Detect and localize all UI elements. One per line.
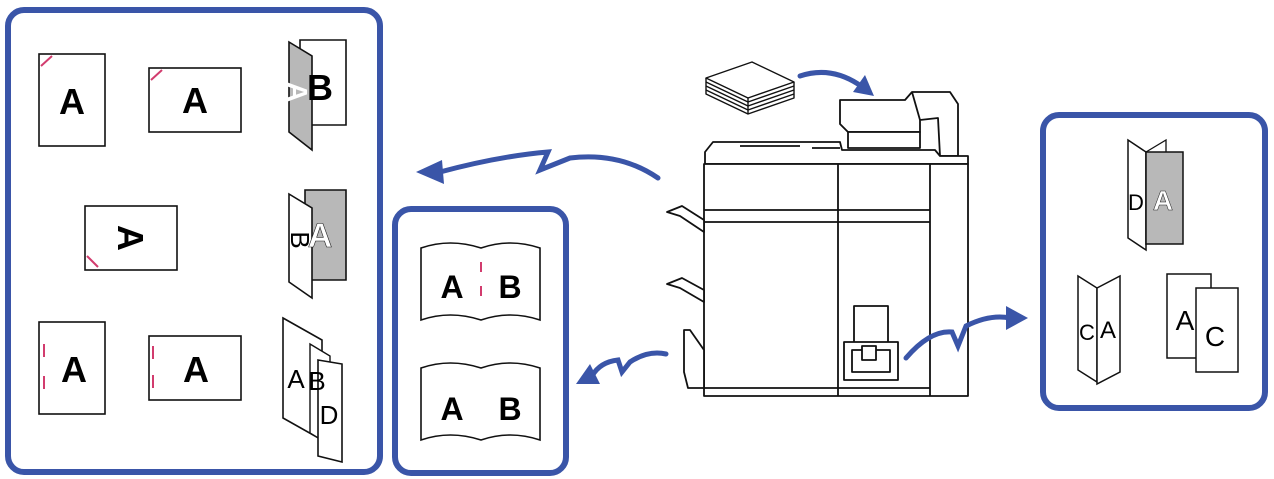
middle-panel-arrow-head xyxy=(576,364,600,384)
page-letter-right: B xyxy=(498,391,521,427)
half-fold-page: A B xyxy=(282,39,347,152)
z-fold-page: A B D xyxy=(282,316,343,464)
paper-stack-icon xyxy=(705,61,795,115)
letter-fold-page: C A xyxy=(1077,274,1121,386)
page-letter-right: B xyxy=(498,269,521,305)
page-letter: A xyxy=(61,349,87,390)
page-letter-c: C xyxy=(1079,320,1095,345)
double-parallel-fold-page: A C xyxy=(1166,273,1239,373)
flow-arrows xyxy=(416,69,1028,384)
page-letter-b: B xyxy=(308,366,325,396)
page-letter-front: A xyxy=(1153,185,1173,216)
page-letter-front: B xyxy=(307,67,333,108)
right-panel-arrow-head xyxy=(1006,306,1028,330)
page-letter-a: A xyxy=(1176,305,1195,336)
page-letter-back: B xyxy=(285,231,315,248)
left-panel-arrow-head xyxy=(416,160,444,184)
page-letter-c: C xyxy=(1205,321,1225,352)
page-letter: A xyxy=(183,349,209,390)
staple-top-left-landscape-page: A xyxy=(148,67,242,133)
saddle-fold-booklet: A B xyxy=(420,362,541,442)
page-letter: A xyxy=(182,80,208,121)
staple-mark xyxy=(86,255,99,268)
staple-left-two-portrait-page: A xyxy=(38,321,106,415)
page-letter-left: A xyxy=(440,269,463,305)
page-letter: A xyxy=(110,225,151,251)
feed-arrow xyxy=(797,69,861,87)
feed-arrow-head xyxy=(853,75,874,96)
left-panel-arrow xyxy=(437,149,661,181)
page-letter-back: A xyxy=(282,82,313,102)
half-fold-gray-page: B A xyxy=(285,189,347,300)
staple-mark xyxy=(40,55,53,67)
middle-panel-arrow xyxy=(589,350,669,379)
page-letter-back: D xyxy=(1128,190,1144,215)
page-letter-a: A xyxy=(1100,317,1116,344)
right-panel-arrow xyxy=(903,314,1013,361)
page-letter-d: D xyxy=(320,400,339,430)
page-letter-a: A xyxy=(287,364,305,394)
printer-finisher-icon xyxy=(666,61,969,397)
page-letter: A xyxy=(59,81,85,122)
staple-top-left-portrait-page: A xyxy=(38,53,106,147)
staple-left-two-landscape-page: A xyxy=(148,335,242,401)
accordion-fold-page: D A xyxy=(1127,138,1184,252)
staple-mark xyxy=(150,69,163,81)
page-letter-left: A xyxy=(440,391,463,427)
page-letter-front: A xyxy=(308,217,333,255)
saddle-stitch-booklet: A B xyxy=(420,242,541,322)
staple-bottom-left-rotated-page: A xyxy=(84,205,178,271)
